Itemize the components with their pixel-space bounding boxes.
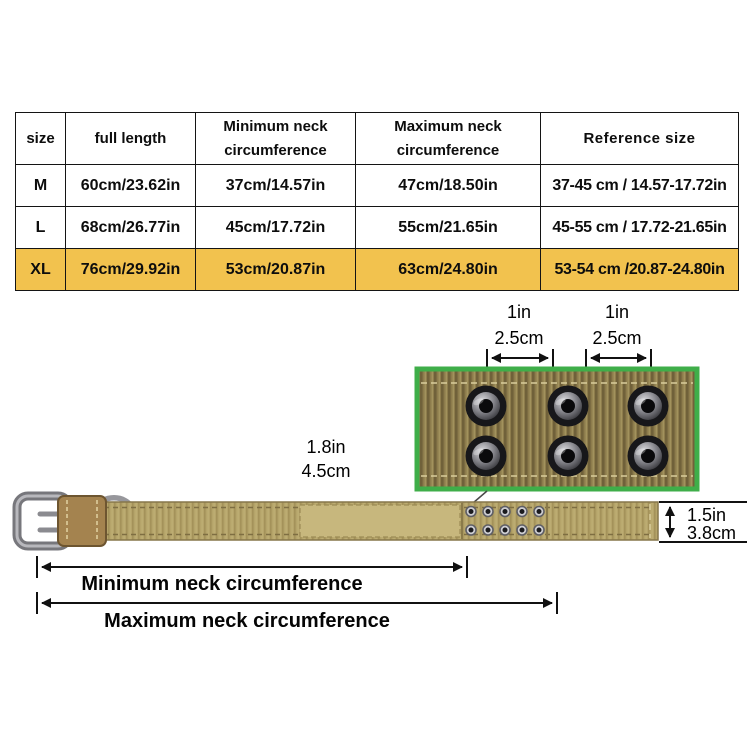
reference-size-value: 53-54 cm /20.87-24.80in <box>540 248 739 291</box>
size-row-m: M 60cm/23.62in 37cm/14.57in 47cm/18.50in… <box>15 164 739 207</box>
size-label: XL <box>15 248 66 291</box>
size-chart-header: size full length Minimum neck circumfere… <box>15 112 739 165</box>
inset-pointer-line <box>472 490 488 504</box>
strap-width-dimension: 1.5in 3.8cm <box>659 501 747 543</box>
spacing-cm-label: 2.5cm <box>494 328 543 348</box>
max-neck-value: 63cm/24.80in <box>355 248 541 291</box>
width-inches-label: 1.5in <box>687 505 726 525</box>
webbing-height-dimension: 1.8in 4.5cm <box>301 437 350 481</box>
spacing-inches-label: 1in <box>507 302 531 322</box>
reference-size-value: 45-55 cm / 17.72-21.65in <box>540 206 739 249</box>
size-row-xl: XL 76cm/29.92in 53cm/20.87in 63cm/24.80i… <box>15 248 739 291</box>
height-inches-label: 1.8in <box>306 437 345 457</box>
leather-keeper <box>57 495 107 547</box>
collar-measurement-diagram: 1in 2.5cm 1in 2.5cm 1.8i <box>12 302 747 632</box>
header-row: size full length Minimum neck circumfere… <box>15 112 739 165</box>
grommet-icon <box>547 385 589 427</box>
eyelet-hole-icon <box>482 505 494 518</box>
min-neck-value: 53cm/20.87in <box>195 248 356 291</box>
grommet-icon <box>547 435 589 477</box>
velcro-section <box>299 504 461 538</box>
spacing-inches-label: 1in <box>605 302 629 322</box>
grommet-spacing-dimension-right: 1in 2.5cm <box>585 302 652 367</box>
min-neck-value: 37cm/14.57in <box>195 164 356 207</box>
eyelet-hole-icon <box>533 505 545 518</box>
min-neck-value: 45cm/17.72in <box>195 206 356 249</box>
width-cm-label: 3.8cm <box>687 523 736 543</box>
eyelet-hole-icon <box>499 524 511 536</box>
eyelet-hole-icon <box>465 524 477 536</box>
size-chart-table: size full length Minimum neck circumfere… <box>15 112 739 291</box>
size-row-l: L 68cm/26.77in 45cm/17.72in 55cm/21.65in… <box>15 206 739 249</box>
grommet-spacing-dimension-left: 1in 2.5cm <box>486 302 554 367</box>
eyelet-hole-icon <box>499 505 511 518</box>
spacing-cm-label: 2.5cm <box>592 328 641 348</box>
column-header-size: size <box>15 112 66 165</box>
column-header-max-neck: Maximum neck circumference <box>355 112 541 165</box>
collar-illustration <box>12 491 659 551</box>
eyelet-hole-icon <box>516 524 528 536</box>
reference-size-value: 37-45 cm / 14.57-17.72in <box>540 164 739 207</box>
eyelet-hole-icon <box>465 505 477 518</box>
column-header-full-length: full length <box>65 112 196 165</box>
full-length-value: 60cm/23.62in <box>65 164 196 207</box>
eyelet-hole-icon <box>533 524 545 536</box>
full-length-value: 68cm/26.77in <box>65 206 196 249</box>
max-circumference-dimension: Maximum neck circumference <box>36 592 558 632</box>
grommet-detail-inset <box>414 366 700 492</box>
min-circumference-label: Minimum neck circumference <box>81 573 362 595</box>
eyelet-hole-icon <box>516 505 528 518</box>
full-length-value: 76cm/29.92in <box>65 248 196 291</box>
max-circumference-label: Maximum neck circumference <box>104 610 390 632</box>
eyelet-hole-icon <box>482 524 494 536</box>
grommet-icon <box>465 385 507 427</box>
height-cm-label: 4.5cm <box>301 461 350 481</box>
max-neck-value: 55cm/21.65in <box>355 206 541 249</box>
column-header-min-neck: Minimum neck circumference <box>195 112 356 165</box>
column-header-reference-size: Reference size <box>540 112 739 165</box>
max-neck-value: 47cm/18.50in <box>355 164 541 207</box>
grommet-icon <box>627 435 669 477</box>
grommet-icon <box>465 435 507 477</box>
size-label: L <box>15 206 66 249</box>
min-circumference-dimension: Minimum neck circumference <box>36 556 468 595</box>
grommet-icon <box>627 385 669 427</box>
size-label: M <box>15 164 66 207</box>
